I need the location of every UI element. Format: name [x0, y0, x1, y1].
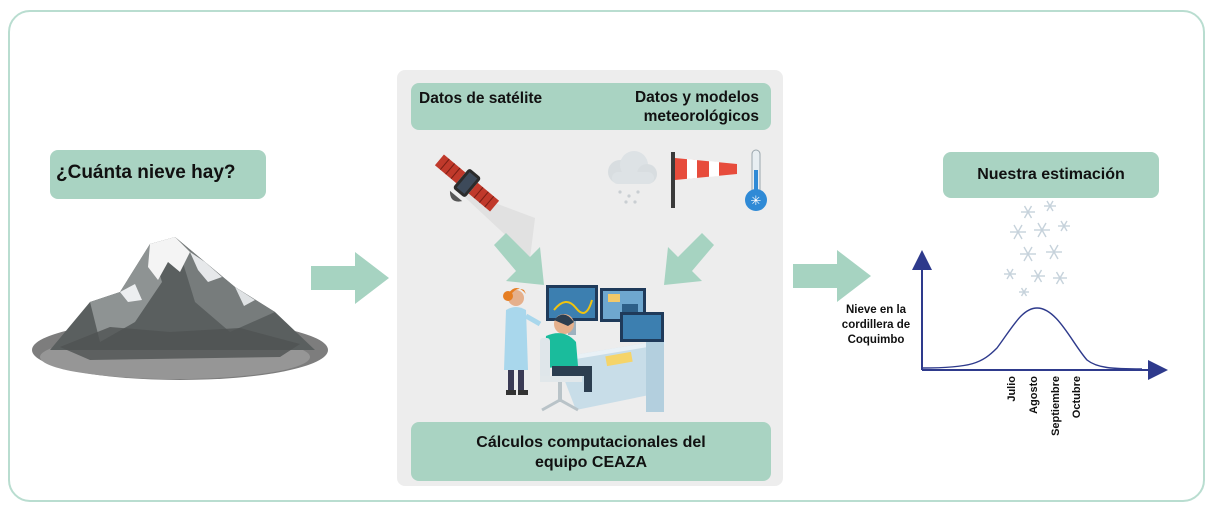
- month-label: Agosto: [1028, 376, 1040, 414]
- question-label: ¿Cuánta nieve hay?: [50, 150, 266, 199]
- snowflakes-icon: [1004, 200, 1070, 297]
- estimate-title: Nuestra estimación: [943, 152, 1159, 198]
- snow-curve: [921, 307, 1143, 370]
- data-sources-header: Datos de satélite Datos y modelos meteor…: [411, 83, 771, 130]
- satellite-data-label: Datos de satélite: [419, 90, 543, 107]
- question-text: ¿Cuánta nieve hay?: [56, 162, 236, 183]
- satellite-down-arrow: [494, 233, 544, 285]
- compute-label: Cálculos computacionales del equipo CEAZ…: [411, 422, 771, 481]
- month-label: Julio: [1006, 376, 1018, 402]
- cloud-snow-icon: [608, 151, 657, 204]
- month-label: Septiembre: [1050, 376, 1062, 436]
- weather-data-label: Datos y modelos meteorológicos: [634, 89, 759, 125]
- snowflake-icon: ✳: [751, 194, 762, 209]
- flow-arrow-2: [793, 250, 871, 302]
- flow-arrow-1: [311, 252, 389, 304]
- y-axis-label: Nieve en la cordillera de Coquimbo: [836, 303, 916, 348]
- windsock-icon: [671, 152, 737, 208]
- thermometer-icon: ✳: [745, 149, 767, 211]
- y-axis-label-text: Nieve en la cordillera de Coquimbo: [841, 304, 911, 346]
- estimate-title-text: Nuestra estimación: [977, 166, 1125, 183]
- mountain-icon: [32, 237, 328, 380]
- month-label: Octubre: [1071, 376, 1083, 418]
- weather-down-arrow: [664, 233, 714, 285]
- process-panel: [397, 70, 783, 486]
- satellite-icon: [434, 154, 535, 258]
- diagram-frame: [8, 10, 1205, 502]
- estimate-chart: Julio Agosto Septiembre Octubre: [912, 250, 1168, 436]
- compute-text: Cálculos computacionales del equipo CEAZ…: [476, 434, 706, 471]
- scientists-computer-icon: [503, 285, 666, 412]
